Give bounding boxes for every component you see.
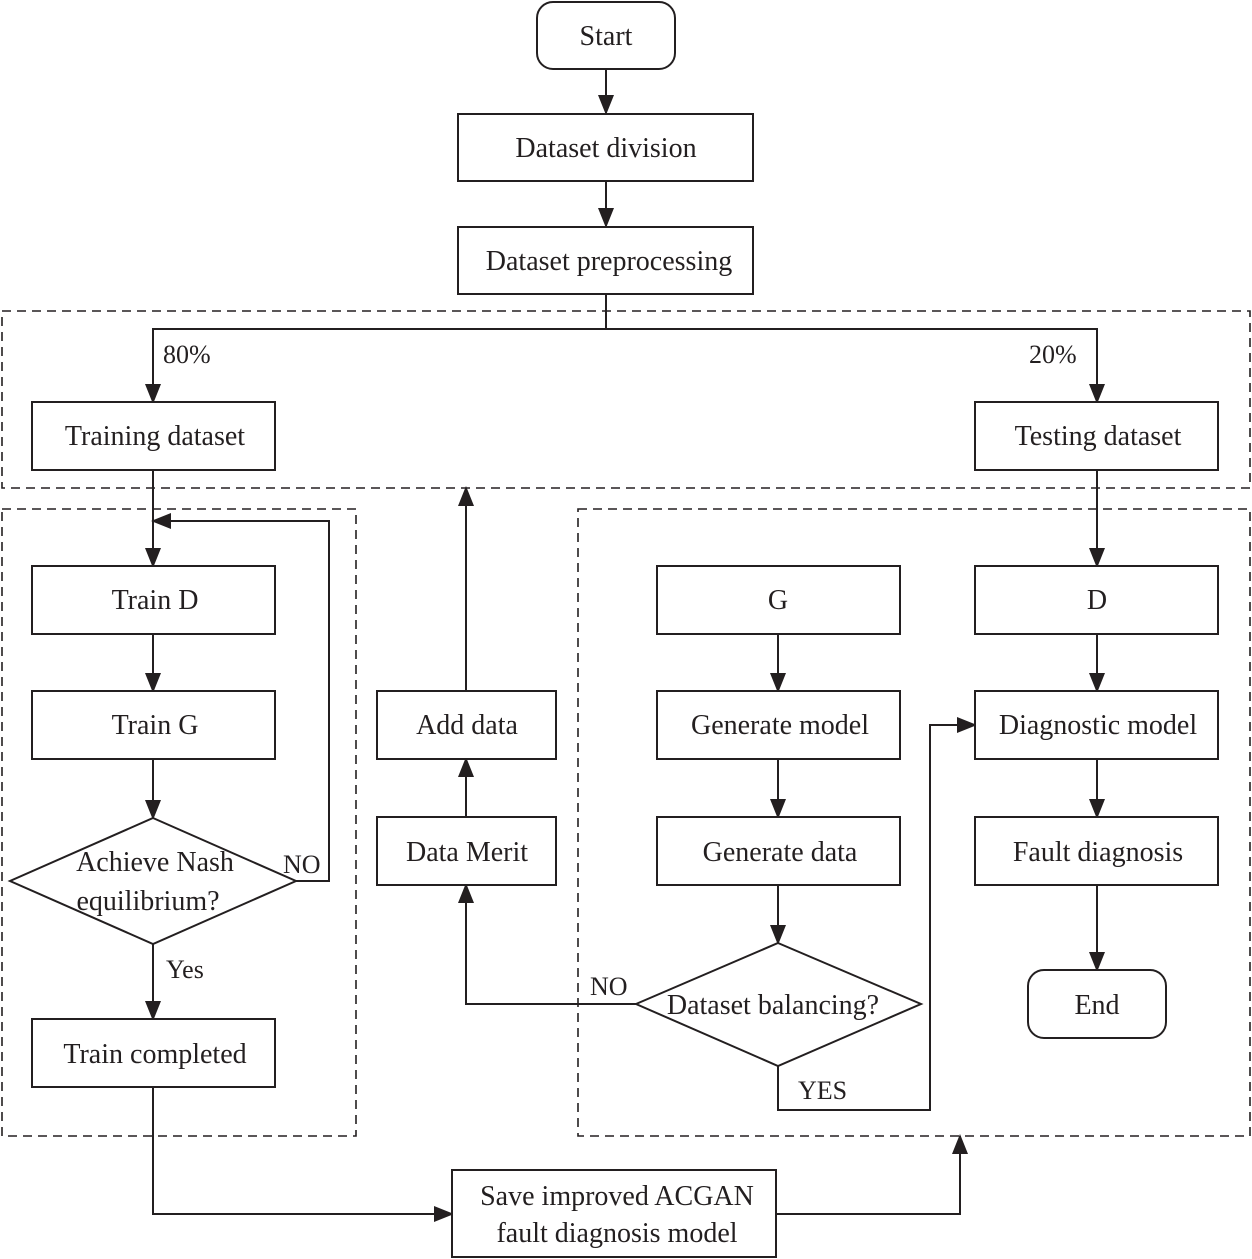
edge-nash-no-loop [151, 513, 330, 882]
edge-balancing-yes [777, 717, 977, 1111]
node-data-merit: Data Merit [376, 816, 557, 886]
node-train-g-label: Train G [112, 710, 199, 741]
edge-save-region [776, 1134, 968, 1215]
node-g-label: G [768, 585, 788, 616]
node-training-dataset: Training dataset [31, 401, 276, 471]
edge-label-nash-yes: Yes [166, 955, 204, 984]
node-train-g: Train G [31, 690, 276, 760]
node-start-label: Start [580, 21, 633, 52]
node-dataset-preprocessing: Dataset preprocessing [457, 226, 754, 295]
split-region [1, 310, 1251, 489]
node-generate-model-label: Generate model [691, 710, 869, 741]
node-d: D [974, 565, 1219, 635]
node-end-label: End [1074, 990, 1119, 1021]
gan-training-region [1, 508, 357, 1137]
node-dataset-division-label: Dataset division [515, 133, 696, 164]
edge-label-balancing-yes: YES [798, 1076, 847, 1105]
node-end: End [1027, 969, 1167, 1039]
node-data-merit-label: Data Merit [406, 837, 528, 868]
edge-label-80: 80% [163, 340, 211, 369]
node-balancing-label: Dataset balancing? [667, 990, 879, 1021]
edge-preprocessing-training [145, 294, 607, 404]
node-nash-decision: Achieve Nash equilibrium? [7, 816, 299, 946]
node-train-completed-label: Train completed [63, 1039, 246, 1070]
edge-balancing-no [458, 883, 636, 1005]
node-train-d: Train D [31, 565, 276, 635]
edge-completed-save [152, 1087, 454, 1222]
edge-label-20: 20% [1029, 340, 1077, 369]
node-fault-diagnosis-label: Fault diagnosis [1013, 837, 1183, 868]
node-dataset-preprocessing-label: Dataset preprocessing [486, 246, 732, 277]
edge-preprocessing-testing [606, 328, 1105, 404]
node-generate-model: Generate model [656, 690, 901, 760]
edges [145, 69, 1105, 1222]
node-fault-diagnosis: Fault diagnosis [974, 816, 1219, 886]
node-start: Start [536, 1, 676, 70]
node-train-d-label: Train D [112, 585, 199, 616]
node-testing-dataset-label: Testing dataset [1015, 421, 1182, 452]
generation-diagnosis-region [577, 508, 1251, 1137]
node-g: G [656, 565, 901, 635]
node-dataset-division: Dataset division [457, 113, 754, 182]
node-nash-label-line1: Achieve Nash [76, 847, 234, 878]
node-generate-data-label: Generate data [703, 837, 858, 868]
node-diagnostic-model: Diagnostic model [974, 690, 1219, 760]
node-training-dataset-label: Training dataset [65, 421, 245, 452]
node-balancing-decision: Dataset balancing? [633, 941, 924, 1068]
node-generate-data: Generate data [656, 816, 901, 886]
node-nash-label-line2: equilibrium? [76, 886, 219, 917]
node-save-label-line1: Save improved ACGAN [480, 1181, 754, 1212]
edge-label-balancing-no: NO [590, 972, 628, 1001]
node-diagnostic-model-label: Diagnostic model [999, 710, 1198, 741]
node-save-label-line2: fault diagnosis model [496, 1218, 737, 1249]
node-add-data-label: Add data [416, 710, 518, 741]
node-d-label: D [1087, 585, 1107, 616]
edge-label-nash-no: NO [283, 850, 321, 879]
node-save-model: Save improved ACGAN fault diagnosis mode… [451, 1169, 777, 1258]
node-train-completed: Train completed [31, 1018, 276, 1088]
node-add-data: Add data [376, 690, 557, 760]
node-testing-dataset: Testing dataset [974, 401, 1219, 471]
